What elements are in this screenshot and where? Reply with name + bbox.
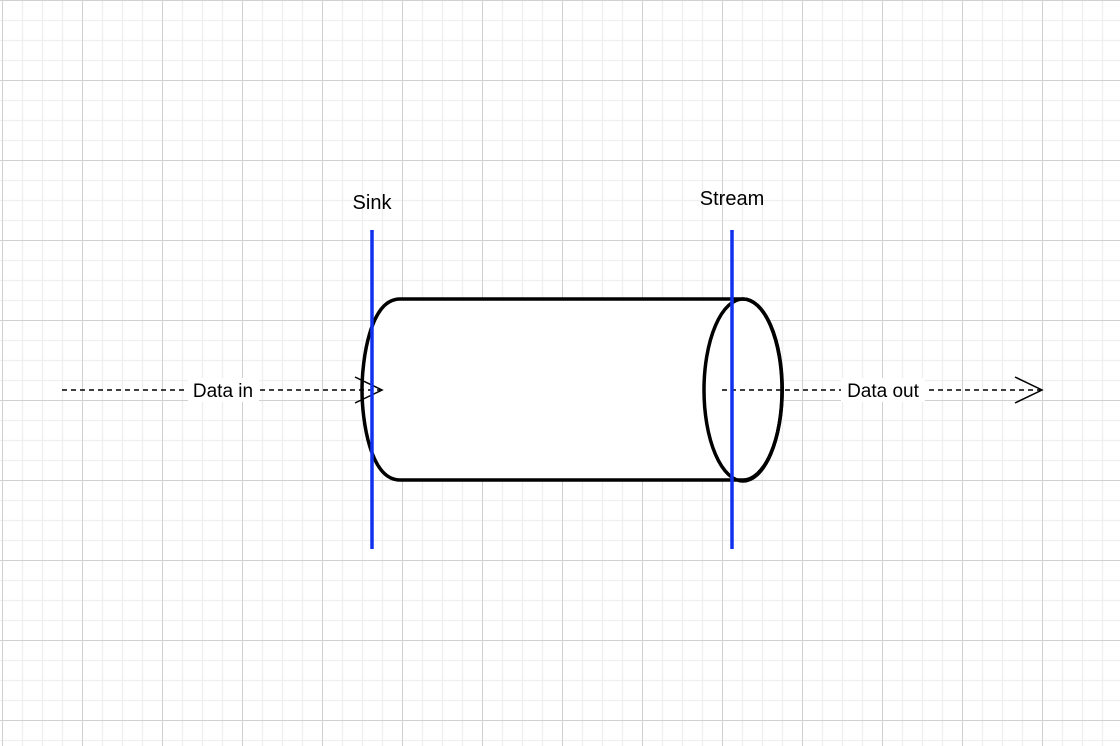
data-in-arrow[interactable]: Data in (62, 376, 384, 404)
arrowhead-icon (1014, 376, 1044, 404)
data-in-label: Data in (193, 381, 253, 402)
sink-label: Sink (353, 192, 393, 214)
cylinder-body (360, 297, 784, 482)
data-out-arrow[interactable]: Data out (722, 376, 1044, 404)
cylinder-end-face (702, 297, 784, 483)
pipe-cylinder[interactable] (360, 297, 784, 483)
stream-label: Stream (700, 188, 764, 210)
arrowhead-icon (354, 376, 384, 404)
data-out-label: Data out (847, 381, 920, 402)
